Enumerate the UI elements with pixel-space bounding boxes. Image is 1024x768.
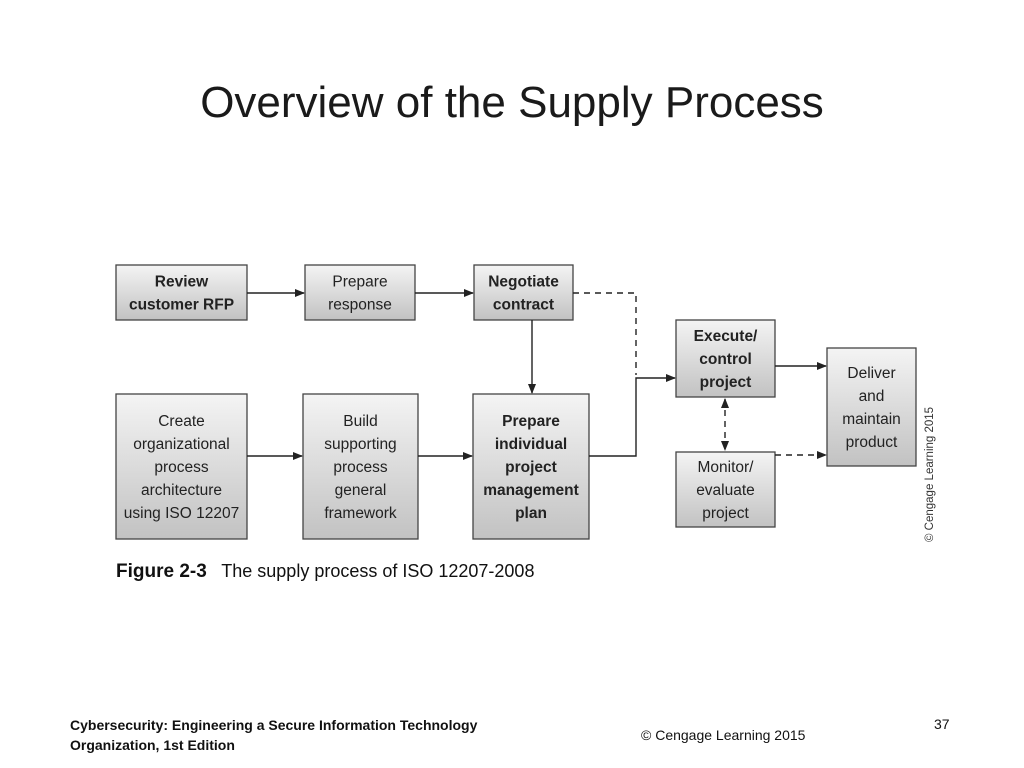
image-credit: © Cengage Learning 2015 (924, 407, 936, 542)
page-number: 37 (934, 716, 950, 732)
box-prepare-plan-line: individual (495, 436, 567, 453)
box-create-line: process (154, 459, 209, 476)
box-create: Create organizational process architecture u… (115, 393, 248, 540)
box-deliver-label: Deliver and maintain product (842, 365, 901, 451)
box-create-label: Create organizational process architecture u… (124, 413, 239, 522)
box-prepare-plan-line: management (483, 482, 579, 499)
box-monitor-line: Monitor/ (698, 459, 755, 476)
box-build-line: supporting (324, 436, 396, 453)
box-negotiate-label: Negotiate contract (488, 274, 559, 314)
box-deliver: Deliver and maintain product (826, 347, 917, 467)
arrow-plan-to-execute (589, 374, 676, 457)
box-deliver-line: and (859, 388, 885, 405)
dashed-negotiate-to-execute (573, 292, 637, 375)
box-review-line: customer RFP (129, 297, 234, 314)
box-build-line: framework (324, 505, 397, 522)
box-prepare-response-line: Prepare (332, 274, 387, 291)
box-monitor: Monitor/evaluate project (675, 451, 776, 528)
box-prepare-response-line: response (328, 297, 392, 314)
box-build-line: process (333, 459, 388, 476)
box-monitor-label: Monitor/evaluate project (696, 459, 755, 522)
box-create-line: architecture (141, 482, 222, 499)
box-execute: Execute/control project (675, 319, 776, 398)
footer-book-line1: Cybersecurity: Engineering a Secure Info… (70, 717, 478, 733)
box-prepare-plan-line: plan (515, 505, 547, 522)
box-prepare-plan-label: Prepare individual project management plan (483, 413, 579, 522)
box-build-label: Build supporting process general framework (324, 413, 397, 522)
box-negotiate-line: Negotiate (488, 274, 559, 291)
box-deliver-line: maintain (842, 411, 901, 428)
figure-caption-label: Figure 2-3 (116, 561, 207, 582)
figure-caption: Figure 2-3 The supply process of ISO 122… (116, 561, 534, 582)
box-execute-line: Execute/ (694, 328, 758, 345)
footer-book-title: Cybersecurity: Engineering a Secure Info… (70, 715, 590, 755)
box-monitor-line: evaluate (696, 482, 755, 499)
box-build: Build supporting process general framework (302, 393, 419, 540)
box-execute-line: project (700, 374, 752, 391)
footer-copyright: © Cengage Learning 2015 (641, 727, 806, 743)
box-execute-line: control (699, 351, 752, 368)
slide-title: Overview of the Supply Process (200, 78, 824, 127)
box-prepare-response: Prepare response (304, 264, 416, 321)
footer-book-line2: Organization, 1st Edition (70, 737, 235, 753)
box-build-line: general (335, 482, 387, 499)
box-execute-label: Execute/control project (694, 328, 758, 391)
box-deliver-line: Deliver (847, 365, 895, 382)
box-negotiate: Negotiate contract (473, 264, 574, 321)
box-create-line: using ISO 12207 (124, 505, 239, 522)
box-create-line: organizational (133, 436, 230, 453)
box-prepare-plan: Prepare individual project management plan (472, 393, 590, 540)
figure-caption-text: The supply process of ISO 12207-2008 (221, 561, 534, 581)
box-negotiate-line: contract (493, 297, 554, 314)
box-review-label: Review customer RFP (129, 274, 234, 314)
box-monitor-line: project (702, 505, 749, 522)
box-review: Review customer RFP (115, 264, 248, 321)
box-deliver-line: product (846, 434, 898, 451)
box-prepare-plan-line: project (505, 459, 557, 476)
box-prepare-response-label: Prepare response (328, 274, 392, 314)
box-prepare-plan-line: Prepare (502, 413, 560, 430)
box-create-line: Create (158, 413, 205, 430)
box-review-line: Review (155, 274, 209, 291)
box-build-line: Build (343, 413, 377, 430)
